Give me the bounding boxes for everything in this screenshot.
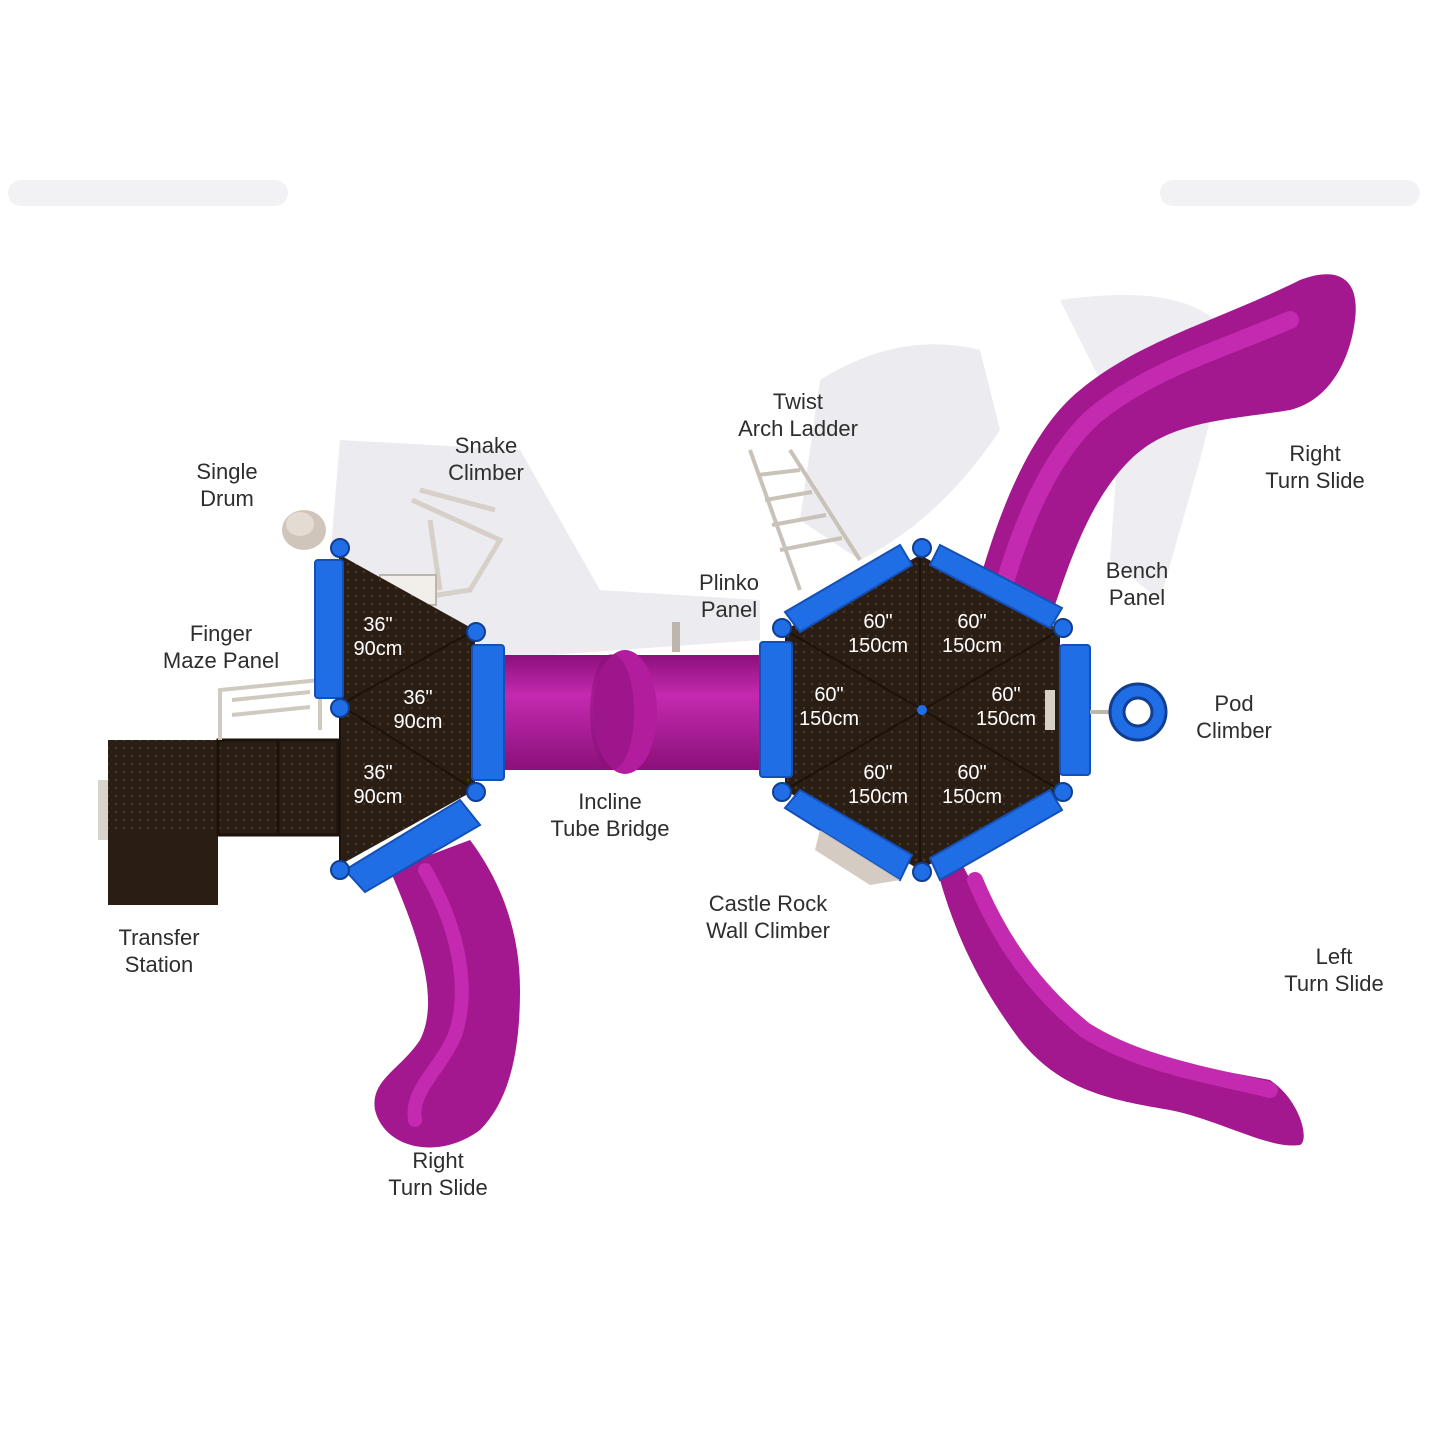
twist-arch-ladder (748, 448, 862, 591)
large-deck-panels (759, 543, 1091, 882)
large-deck-dim-2-metric: 150cm (942, 635, 1002, 657)
large-deck-dim-3-imperial: 60" (814, 684, 843, 706)
large-deck-dim-6-imperial: 60" (957, 762, 986, 784)
right-turn-slide-lower (374, 840, 520, 1148)
large-deck-dim-1-metric: 150cm (848, 635, 908, 657)
plinko-panel-post (672, 622, 680, 652)
large-deck-dim-5-imperial: 60" (863, 762, 892, 784)
small-deck-dim-2-imperial: 36" (403, 687, 432, 709)
large-deck-dimensions: 60" 150cm 60" 150cm 60" 150cm 60" 150cm … (799, 611, 1036, 808)
pod-climber (1090, 682, 1168, 742)
left-turn-slide (940, 860, 1304, 1146)
small-deck-dim-3-metric: 90cm (354, 786, 403, 808)
transfer-station (98, 738, 340, 905)
bench-panel (1045, 690, 1055, 730)
small-deck-dim-2-metric: 90cm (394, 711, 443, 733)
large-deck-dim-3-metric: 150cm (799, 708, 859, 730)
incline-tube-bridge (500, 650, 775, 774)
small-deck-dim-1-metric: 90cm (354, 638, 403, 660)
corner-posts (330, 538, 1073, 882)
small-deck-panels (314, 559, 505, 894)
finger-maze-panel (218, 677, 322, 740)
large-deck-dim-5-metric: 150cm (848, 786, 908, 808)
large-deck-dim-4-imperial: 60" (991, 684, 1020, 706)
right-turn-slide-upper (960, 274, 1356, 660)
large-deck-dim-6-metric: 150cm (942, 786, 1002, 808)
single-drum (282, 510, 326, 550)
castle-rock-wall-climber (815, 830, 900, 885)
large-deck (784, 555, 1061, 870)
large-deck-dim-4-metric: 150cm (976, 708, 1036, 730)
large-deck-dim-2-imperial: 60" (957, 611, 986, 633)
small-deck-dim-1-imperial: 36" (363, 614, 392, 636)
small-deck-dim-3-imperial: 36" (363, 762, 392, 784)
small-deck-dimensions: 36" 90cm 36" 90cm 36" 90cm (354, 614, 443, 808)
large-deck-dim-1-imperial: 60" (863, 611, 892, 633)
